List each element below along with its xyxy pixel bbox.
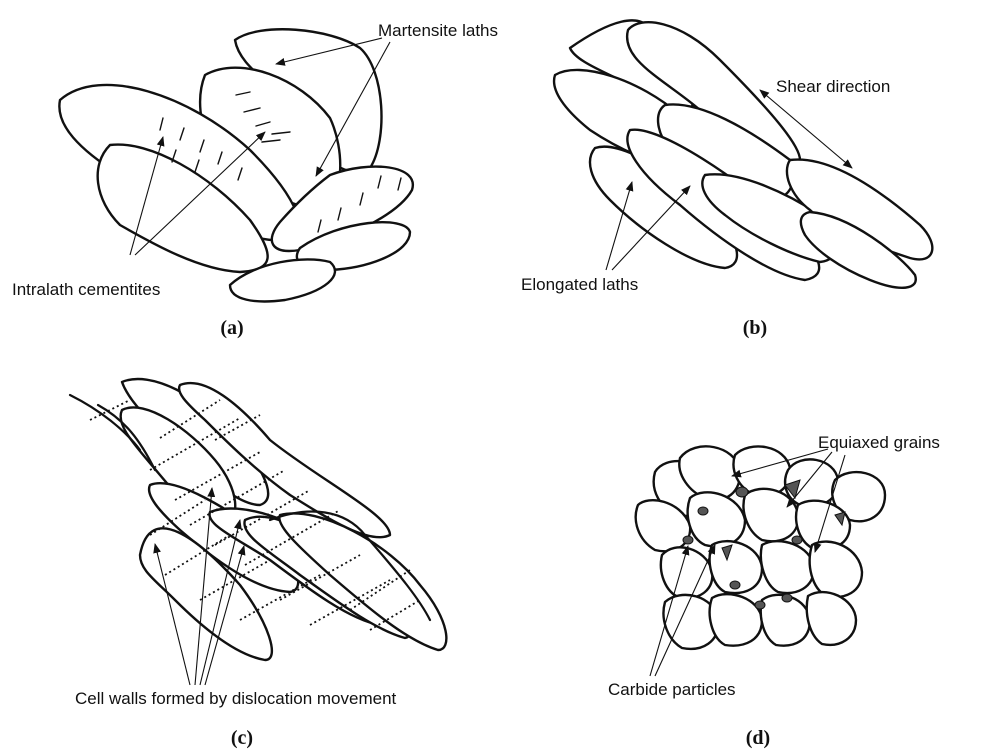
martensite-lath-shapes [59,29,412,301]
shear-direction-label: Shear direction [776,77,890,96]
panel-d: Equiaxed grains Carbide particles (d) [608,433,940,749]
cell-walls-label: Cell walls formed by dislocation movemen… [75,689,397,708]
caption-b: (b) [743,317,767,339]
elongated-lath-shapes [554,20,932,287]
panel-a: Martensite laths Intralath cementites (a… [12,21,498,339]
caption-a: (a) [220,317,243,339]
intralath-cementites-label: Intralath cementites [12,280,160,299]
equiaxed-grain-shapes [636,446,885,648]
panel-b: Shear direction Elongated laths (b) [521,20,932,339]
caption-c: (c) [231,727,253,749]
martensite-laths-label: Martensite laths [378,21,498,40]
carbide-particles-label: Carbide particles [608,680,736,699]
dislocation-lath-shapes [121,379,447,660]
equiaxed-grains-label: Equiaxed grains [818,433,940,452]
caption-d: (d) [746,727,770,749]
panel-c: Cell walls formed by dislocation movemen… [70,379,446,749]
elongated-laths-label: Elongated laths [521,275,638,294]
